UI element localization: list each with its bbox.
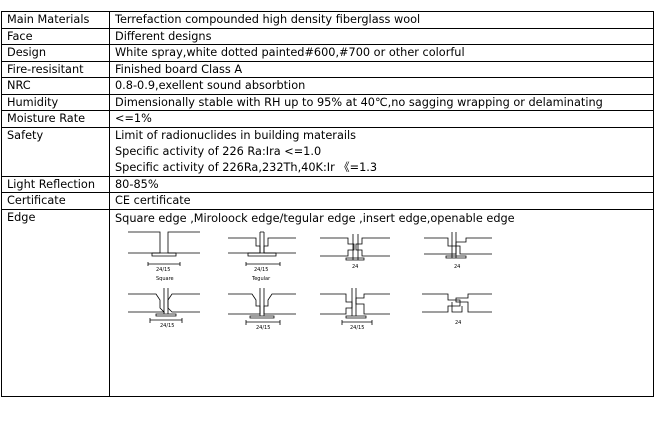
row-value: 80-85%	[109, 175, 654, 193]
table-row: Moisture Rate <=1%	[1, 110, 654, 128]
safety-line: Specific activity of 226Ra,232Th,40K:Ir …	[115, 160, 378, 174]
table-row: Humidity Dimensionally stable with RH up…	[1, 93, 654, 111]
edge-profile-openable: 24	[424, 231, 492, 270]
profile-dim: 24/15	[160, 323, 174, 329]
safety-line: Limit of radionuclides in building mater…	[115, 128, 357, 142]
row-value: Finished board Class A	[109, 60, 654, 78]
table-row: Design White spray,white dotted painted#…	[1, 44, 654, 62]
row-label: Face	[1, 27, 110, 45]
safety-values: Limit of radionuclides in building mater…	[109, 126, 654, 177]
edge-description: Square edge ,Miroloock edge/tegular edge…	[115, 211, 515, 225]
row-value: Terrefaction compounded high density fib…	[109, 11, 654, 29]
profile-caption: Square	[156, 276, 174, 282]
row-label: Design	[1, 44, 110, 62]
profile-dim: 24/15	[156, 267, 170, 273]
row-value: <=1%	[109, 110, 654, 128]
row-value: Different designs	[109, 27, 654, 45]
row-value: 0.8-0.9,exellent sound absorbtion	[109, 77, 654, 95]
edge-profile-square: 24/15 Square	[128, 231, 200, 282]
row-label: Light Reflection	[1, 175, 110, 193]
edge-profile-5: 24/15	[128, 287, 200, 329]
edge-profile-6: 24/15	[228, 287, 296, 331]
profile-dim: 24/15	[256, 325, 270, 331]
row-label: Safety	[1, 126, 110, 177]
profile-dim: 24	[352, 264, 358, 270]
row-value: White spray,white dotted painted#600,#70…	[109, 44, 654, 62]
row-label: Moisture Rate	[1, 110, 110, 128]
row-label: Fire-resisitant	[1, 60, 110, 78]
edge-profile-8: 24	[422, 293, 492, 326]
row-label: Humidity	[1, 93, 110, 111]
table-row: Main Materials Terrefaction compounded h…	[1, 11, 654, 29]
table-row: Light Reflection 80-85%	[1, 175, 654, 193]
table-row: Face Different designs	[1, 27, 654, 45]
row-value: Dimensionally stable with RH up to 95% a…	[109, 93, 654, 111]
row-value: CE certificate	[109, 192, 654, 210]
edge-profile-7: 24/15	[320, 287, 390, 331]
profile-dim: 24	[454, 264, 460, 270]
edge-profile-diagrams: 24/15 Square 24/15 Tegular	[128, 231, 492, 331]
edge-profile-tegular: 24/15 Tegular	[228, 231, 296, 282]
edge-profile-insert: 24	[320, 233, 390, 270]
profile-dim: 24/15	[254, 267, 268, 273]
table-row-safety: Safety Limit of radionuclides in buildin…	[1, 126, 654, 177]
table-row-edge: Edge Square edge ,Miroloock edge/tegular…	[1, 208, 654, 397]
spec-table: Main Materials Terrefaction compounded h…	[1, 11, 654, 397]
safety-line: Specific activity of 226 Ra:Ira <=1.0	[115, 144, 322, 158]
row-label: NRC	[1, 77, 110, 95]
table-row: Fire-resisitant Finished board Class A	[1, 60, 654, 78]
edge-values: Square edge ,Miroloock edge/tegular edge…	[109, 208, 654, 397]
row-label: Edge	[1, 208, 110, 397]
table-row: NRC 0.8-0.9,exellent sound absorbtion	[1, 77, 654, 95]
table-row: Certificate CE certificate	[1, 192, 654, 210]
profile-caption: Tegular	[251, 276, 271, 282]
row-label: Certificate	[1, 192, 110, 210]
row-label: Main Materials	[1, 11, 110, 29]
profile-dim: 24/15	[350, 325, 364, 331]
profile-dim: 24	[455, 320, 461, 326]
